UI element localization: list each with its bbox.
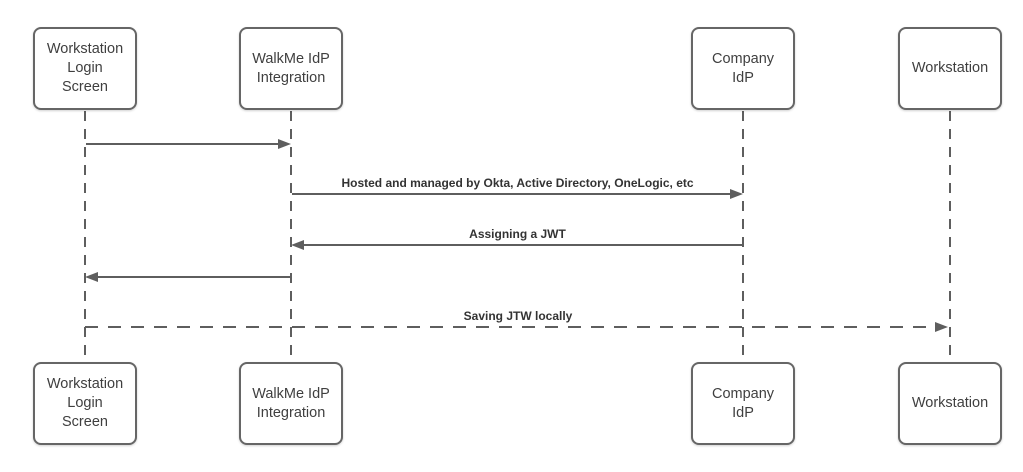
message-label-assigning-jwt: Assigning a JWT: [469, 227, 566, 241]
actor-label: Company IdP: [711, 50, 775, 86]
actor-walkme-idp-integration-top: WalkMe IdP Integration: [239, 27, 343, 110]
actor-workstation-login-screen-bottom: Workstation Login Screen: [33, 362, 137, 445]
actor-workstation-login-screen-top: Workstation Login Screen: [33, 27, 137, 110]
arrowhead-left-icon: [291, 240, 304, 250]
actor-company-idp-top: Company IdP: [691, 27, 795, 110]
actor-walkme-idp-integration-bottom: WalkMe IdP Integration: [239, 362, 343, 445]
actor-label: WalkMe IdP Integration: [252, 50, 330, 86]
message-label-hosted-managed: Hosted and managed by Okta, Active Direc…: [341, 176, 694, 190]
arrowhead-right-icon: [935, 322, 948, 332]
actor-workstation-bottom: Workstation: [898, 362, 1002, 445]
actor-workstation-top: Workstation: [898, 27, 1002, 110]
arrowhead-left-icon: [85, 272, 98, 282]
actor-label: Company IdP: [711, 385, 775, 421]
actor-label: WalkMe IdP Integration: [252, 385, 330, 421]
actor-company-idp-bottom: Company IdP: [691, 362, 795, 445]
actor-label: Workstation Login Screen: [46, 41, 124, 95]
actor-label: Workstation: [911, 60, 989, 77]
actor-label: Workstation: [911, 395, 989, 412]
message-label-saving-jtw-locally: Saving JTW locally: [463, 309, 573, 323]
arrowhead-right-icon: [730, 189, 743, 199]
actor-label: Workstation Login Screen: [46, 376, 124, 430]
arrowhead-right-icon: [278, 139, 291, 149]
